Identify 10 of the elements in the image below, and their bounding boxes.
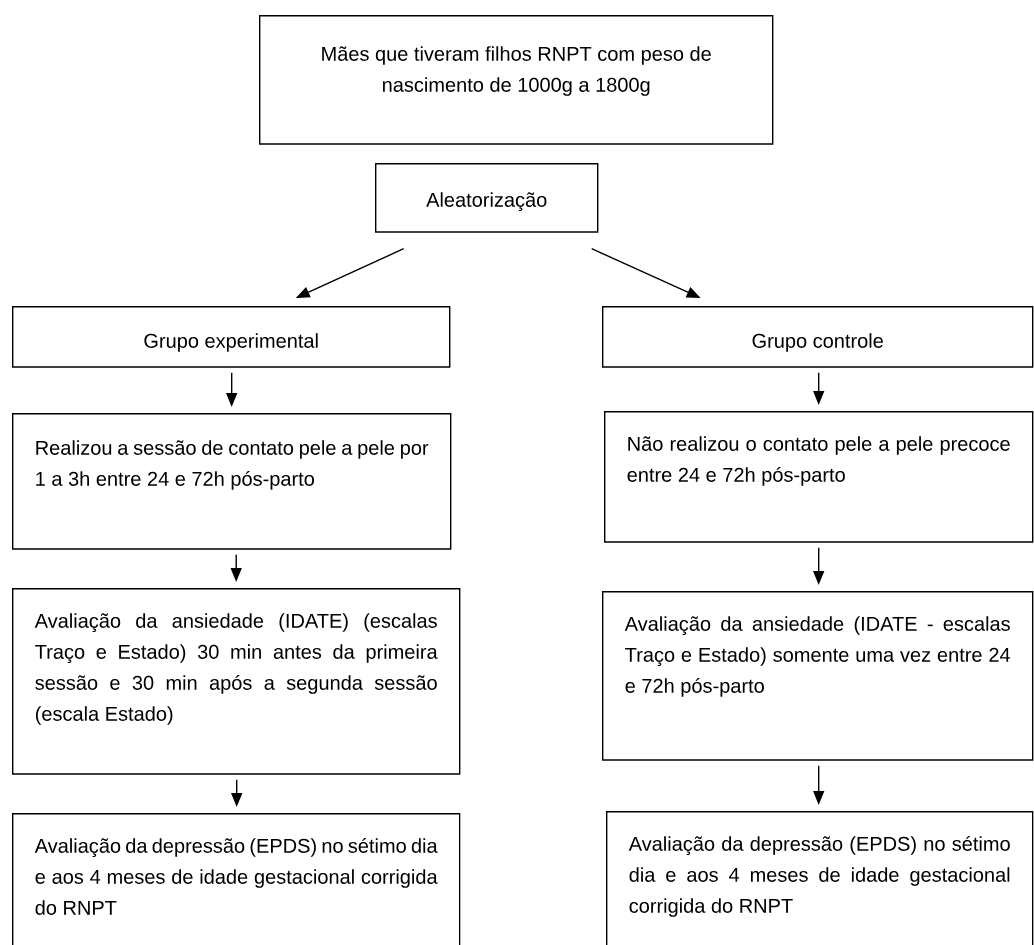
process-box: Não realizou o contato pele a pele precoce entre 24 e 72h pós-parto	[604, 411, 1034, 543]
process-box: Aleatorização	[375, 163, 599, 233]
process-box: Grupo controle	[602, 306, 1034, 368]
process-box: Avaliação da depressão (EPDS) no sétimo dia e aos 4 meses de idade gestacional corrigida do RNPT	[12, 813, 461, 945]
process-box: Grupo experimental	[12, 306, 451, 368]
process-box: Avaliação da depressão (EPDS) no sétimo dia e aos 4 meses de idade gestacional corrigida do RNPT	[606, 811, 1034, 945]
process-box: Realizou a sessão de contato pele a pele por 1 a 3h entre 24 e 72h pós-parto	[12, 413, 452, 550]
process-box: Avaliação da ansiedade (IDATE) (escalas Traço e Estado) 30 min antes da primeira sessão e 30 min após a segunda sessão (escala Estado)	[12, 588, 461, 775]
process-box: Avaliação da ansiedade (IDATE - escalas Traço e Estado) somente uma vez entre 24 e 72h pós-parto	[602, 591, 1034, 761]
process-box: Mães que tiveram filhos RNPT com peso de nascimento de 1000g a 1800g	[259, 15, 774, 145]
